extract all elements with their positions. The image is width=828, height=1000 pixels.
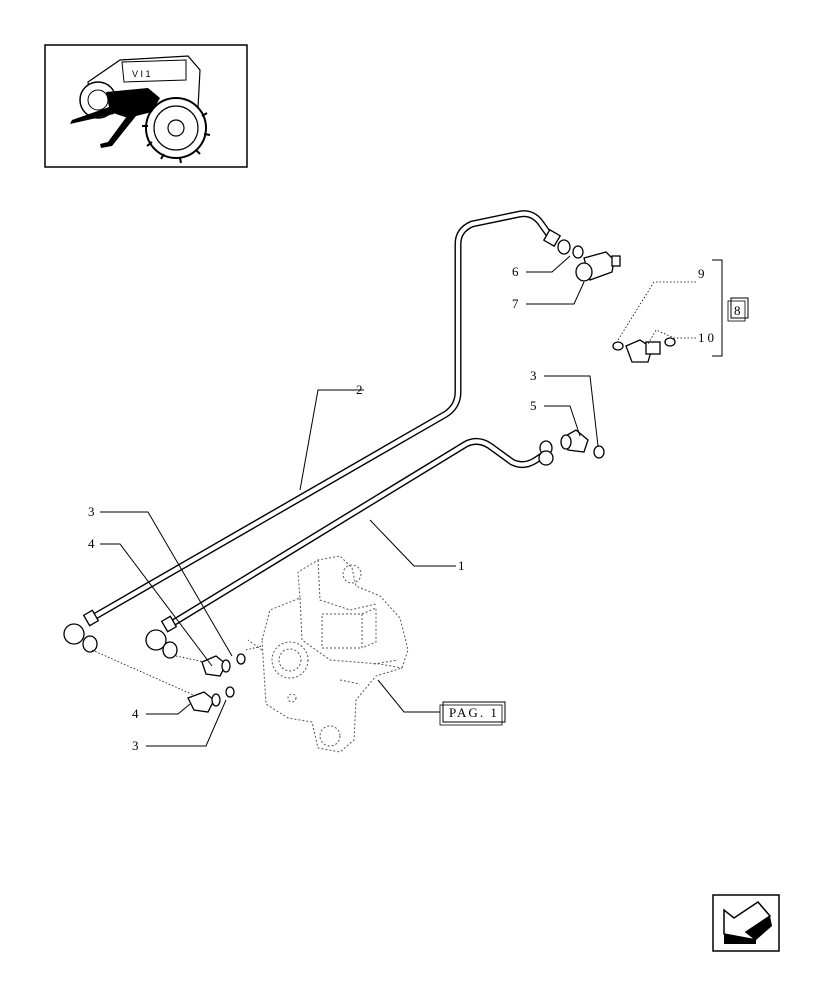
page-reference-label: PAG. 1 (449, 705, 499, 720)
elbow-fitting-4-lower (187, 686, 235, 713)
transmission-housing-outline (247, 555, 409, 753)
kit-callout-8-box: 8 (727, 297, 749, 322)
tractor-thumbnail-icon[interactable]: V I 1 (44, 44, 248, 168)
callout-3-upper-left: 3 (88, 504, 95, 519)
elbow-fitting-kit-8 (612, 337, 676, 363)
callout-6: 6 (512, 264, 519, 279)
callout-4-lower-left: 4 (132, 706, 139, 721)
callout-2: 2 (356, 382, 363, 397)
pipe-2-end-nut-right (542, 228, 571, 255)
callout-10: 10 (698, 330, 717, 345)
callout-3-right: 3 (530, 368, 537, 383)
back-arrow-icon[interactable] (712, 894, 780, 952)
callout-5: 5 (530, 398, 537, 413)
callout-8: 8 (734, 303, 741, 318)
elbow-fitting-4-upper (201, 653, 246, 677)
seal-washer-6 (572, 245, 584, 259)
pipe-1-end-nut-left (145, 615, 178, 659)
svg-text:V I 1: V I 1 (132, 69, 151, 79)
pipe-2 (88, 210, 554, 622)
union-fitting-7 (575, 251, 621, 282)
pipe-1-end-nut-right (538, 440, 554, 466)
o-ring-3-right (593, 445, 605, 459)
callout-9: 9 (698, 266, 705, 281)
pipe-2-end-nut-left (63, 609, 100, 653)
page-reference-link[interactable]: PAG. 1 (439, 701, 506, 726)
callout-7: 7 (512, 296, 519, 311)
callout-4-upper-left: 4 (88, 536, 95, 551)
elbow-fitting-5 (560, 429, 589, 453)
callout-1: 1 (458, 558, 465, 573)
callout-3-lower-left: 3 (132, 738, 139, 753)
